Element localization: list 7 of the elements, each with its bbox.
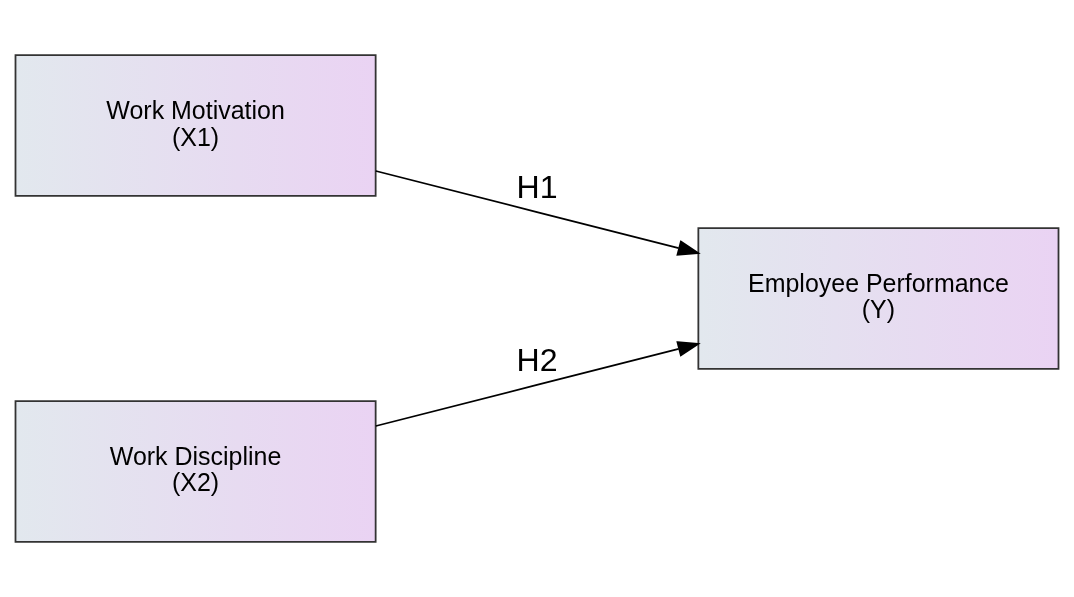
node-box: Work Discipline (X2) — [14, 400, 377, 543]
arrow — [374, 341, 701, 427]
edge-label: H2 — [516, 341, 558, 378]
node-box: Employee Performance (Y) — [697, 227, 1060, 370]
arrow — [374, 170, 701, 256]
node-box: Work Motivation (X1) — [14, 54, 377, 197]
edge-label: H1 — [516, 168, 558, 205]
